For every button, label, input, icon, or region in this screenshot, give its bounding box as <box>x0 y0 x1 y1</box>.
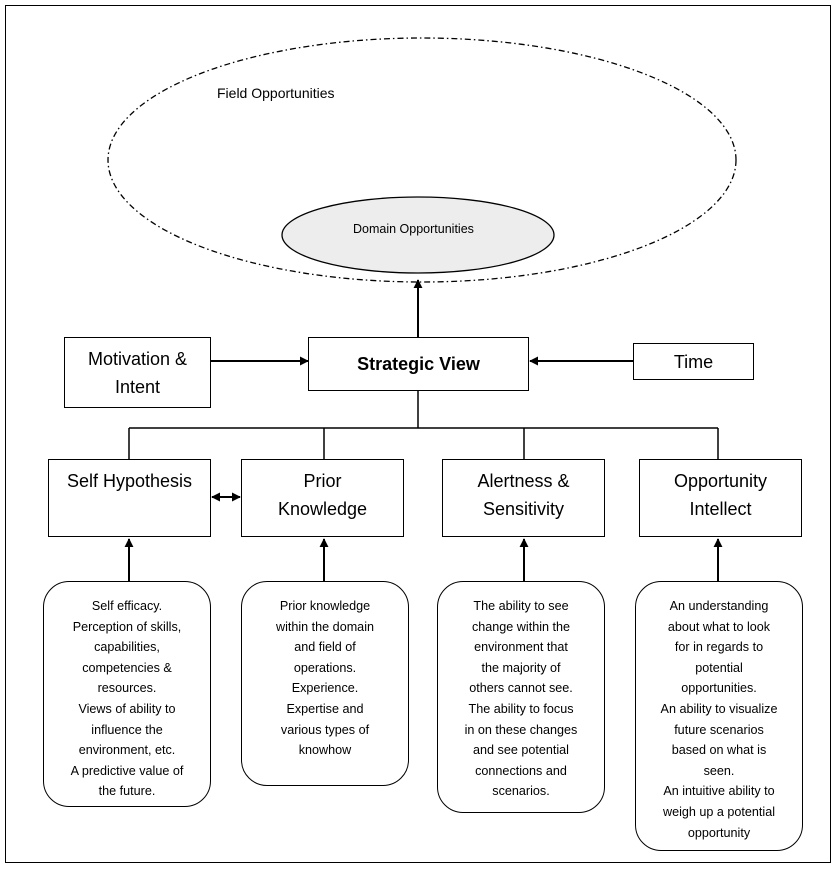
alertness-sensitivity-box: Alertness &Sensitivity <box>442 459 605 537</box>
motivation-intent-box: Motivation &Intent <box>64 337 211 408</box>
prior-knowledge-description: Prior knowledge within the domain and fi… <box>241 581 409 786</box>
tree-connector <box>128 390 719 460</box>
self-hypothesis-description: Self efficacy. Perception of skills, cap… <box>43 581 211 807</box>
self-hypothesis-box: Self Hypothesis <box>48 459 211 537</box>
domain-opportunities-label: Domain Opportunities <box>353 222 474 236</box>
domain-opportunities-ellipse <box>281 196 555 274</box>
diagram-frame <box>5 5 831 863</box>
strategic-view-box: Strategic View <box>308 337 529 391</box>
field-opportunities-ellipse <box>107 37 737 283</box>
alertness-sensitivity-description: The ability to see change within the env… <box>437 581 605 813</box>
field-opportunities-label: Field Opportunities <box>217 85 335 101</box>
opportunity-intellect-description: An understanding about what to look for … <box>635 581 803 851</box>
time-box: Time <box>633 343 754 380</box>
